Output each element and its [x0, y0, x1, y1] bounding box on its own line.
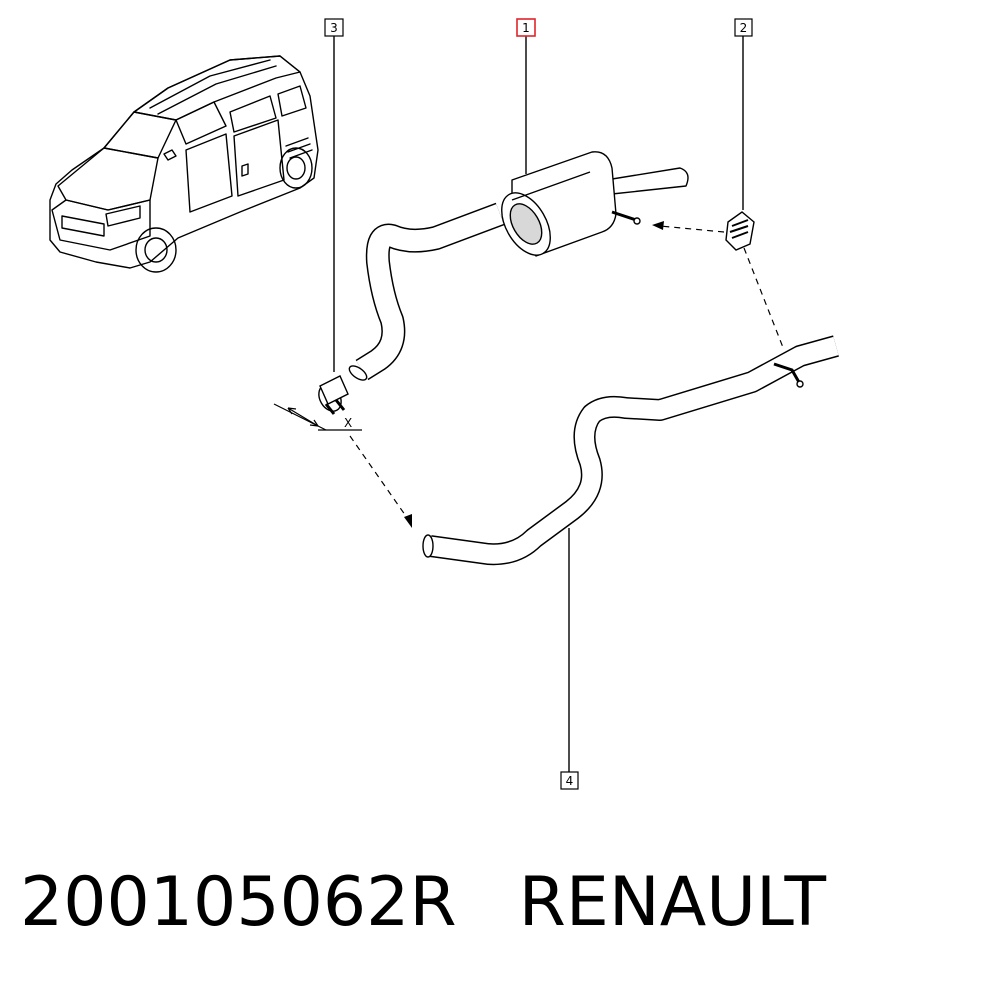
vehicle-illustration: [49, 55, 319, 273]
callout-1: 1: [516, 18, 536, 37]
assembly-arrowheads: [404, 221, 664, 528]
exhaust-diagram: X 1 2 3 4: [49, 18, 839, 790]
brand-name: RENAULT: [518, 863, 827, 942]
dimension-x-label: X: [344, 416, 352, 430]
rubber-mount: [725, 211, 755, 251]
callout-2: 2: [734, 18, 753, 37]
dimension-x: [273, 403, 362, 431]
callout-4: 4: [560, 771, 579, 790]
svg-text:1: 1: [522, 21, 530, 35]
front-exhaust-pipe: [348, 202, 505, 381]
svg-text:3: 3: [330, 21, 338, 35]
pipe-clamp: [318, 375, 349, 415]
svg-text:4: 4: [566, 774, 574, 788]
leader-lines: [333, 36, 744, 772]
callout-3: 3: [324, 18, 344, 37]
rear-exhaust-pipe: [422, 335, 839, 566]
part-caption: 200105062R RENAULT: [20, 858, 826, 948]
muffler: [501, 151, 689, 257]
svg-text:2: 2: [740, 21, 748, 35]
assembly-dashed-lines: [349, 225, 785, 523]
part-number: 200105062R: [20, 863, 457, 942]
